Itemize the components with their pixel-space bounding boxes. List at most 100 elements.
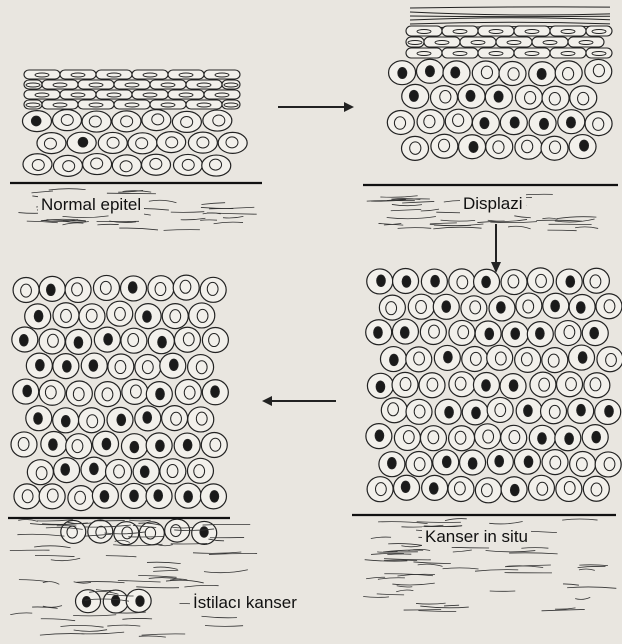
stroma-fiber: [536, 220, 582, 221]
nucleus: [169, 359, 178, 370]
flat-cell: [222, 100, 240, 109]
cell: [175, 379, 201, 404]
nucleus: [375, 430, 384, 441]
stroma-fiber: [444, 605, 459, 606]
flat-cell: [496, 37, 532, 47]
cell: [530, 372, 556, 397]
cell: [172, 111, 201, 132]
cell: [449, 320, 475, 345]
nucleus: [156, 388, 165, 399]
cell: [66, 434, 92, 459]
cell: [528, 475, 554, 500]
stroma-fiber: [401, 545, 421, 546]
cell: [23, 154, 52, 175]
stroma-fiber: [555, 608, 575, 609]
stroma-fiber: [49, 189, 86, 190]
nucleus: [576, 302, 585, 313]
stroma-fiber: [107, 193, 156, 194]
nucleus: [61, 464, 70, 475]
cell: [515, 85, 542, 109]
cell: [417, 110, 444, 134]
stroma-fiber: [417, 522, 461, 523]
nucleus: [156, 440, 165, 451]
flat-cell: [78, 80, 114, 89]
keratin-layer: [410, 7, 610, 8]
nucleus: [102, 438, 111, 449]
cell: [556, 476, 582, 501]
cell: [108, 354, 134, 379]
flat-cell: [24, 80, 42, 89]
nucleus: [429, 483, 438, 494]
cell: [39, 484, 65, 509]
nucleus: [100, 491, 109, 502]
flat-cell: [586, 26, 612, 36]
cell: [406, 451, 432, 476]
flat-cell: [532, 37, 568, 47]
stroma-fiber: [384, 559, 431, 560]
nucleus: [89, 360, 98, 371]
stroma-fiber: [17, 534, 64, 536]
stroma-fiber: [387, 217, 436, 219]
flat-cell: [168, 70, 204, 79]
cell: [162, 304, 188, 329]
flat-cell: [186, 100, 222, 109]
cell: [420, 426, 446, 451]
nucleus: [510, 117, 519, 128]
cell: [541, 136, 568, 160]
stroma-fiber: [557, 217, 597, 219]
stroma-fiber: [443, 568, 479, 569]
nucleus: [82, 596, 90, 607]
flat-cell: [568, 37, 604, 47]
cell: [14, 484, 40, 509]
stroma-fiber: [441, 220, 476, 221]
cell: [53, 303, 79, 328]
stroma-fiber: [166, 580, 204, 583]
cell: [88, 520, 113, 543]
cell: [406, 399, 432, 424]
cell: [570, 451, 596, 476]
keratin-layer: [410, 22, 610, 24]
stroma-fiber: [34, 546, 70, 548]
cell: [112, 111, 141, 132]
stroma-fiber: [413, 562, 450, 564]
flat-cell: [550, 26, 586, 36]
nucleus: [140, 466, 149, 477]
stroma-fiber: [392, 204, 422, 205]
cell: [188, 132, 217, 153]
cell: [27, 460, 53, 485]
flat-cell: [424, 37, 460, 47]
stroma-fiber: [490, 222, 537, 223]
stroma-fiber: [62, 223, 83, 225]
cell: [431, 134, 458, 158]
nucleus: [425, 66, 434, 77]
stroma-fiber: [60, 625, 103, 627]
stroma-fiber: [118, 580, 161, 582]
flat-cell: [24, 70, 60, 79]
nucleus: [49, 439, 58, 450]
cell: [585, 112, 612, 136]
flat-cell: [406, 37, 424, 47]
nucleus: [390, 354, 399, 365]
nucleus: [376, 381, 385, 392]
stroma-fiber: [433, 227, 481, 229]
label-invasive-cancer: İstilacı kanser: [190, 593, 300, 613]
stroma-fiber: [201, 203, 225, 205]
nucleus: [377, 275, 386, 286]
keratin-layer: [410, 18, 610, 20]
flat-cell: [406, 26, 442, 36]
cell: [135, 354, 161, 379]
nucleus: [511, 328, 520, 339]
flat-cell: [60, 70, 96, 79]
cell: [189, 303, 215, 328]
cell: [106, 459, 132, 484]
flat-cell: [150, 80, 186, 89]
nucleus: [431, 275, 440, 286]
stroma-fiber: [136, 587, 179, 588]
stroma-fiber: [402, 201, 434, 203]
cell: [98, 132, 127, 153]
flat-cell: [222, 80, 240, 89]
nucleus: [74, 337, 83, 348]
nucleus: [388, 457, 397, 468]
stroma-fiber: [562, 519, 597, 520]
cell: [367, 477, 393, 502]
